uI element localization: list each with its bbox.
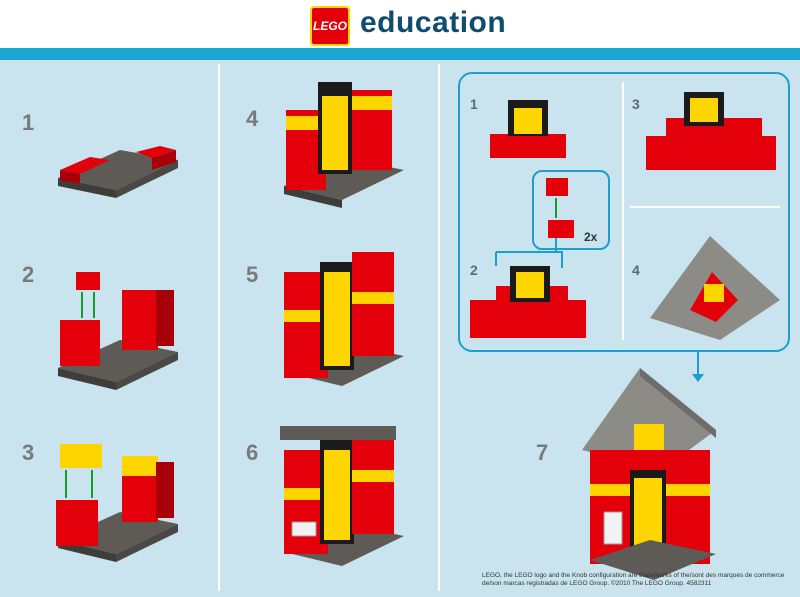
sub-panel-hdivider <box>630 206 780 208</box>
callout-box <box>532 170 610 250</box>
footer-line-2: de/son marcas registradas de LEGO Group.… <box>482 580 712 587</box>
callout-bricks <box>546 178 574 238</box>
column-divider-1 <box>218 64 220 591</box>
step-number-5: 5 <box>246 262 259 287</box>
header-band <box>0 48 800 60</box>
step-5-model <box>284 252 404 386</box>
trademark-footer: LEGO, the LEGO logo and the Knob configu… <box>482 572 792 588</box>
sub-step-number-2: 2 <box>470 262 478 278</box>
sub-assembly-panel <box>458 72 790 352</box>
step-2-model <box>58 272 178 390</box>
footer-line-1: LEGO, the LEGO logo and the Knob configu… <box>482 572 785 579</box>
step-number-2: 2 <box>22 262 35 287</box>
step-7-model <box>582 368 716 580</box>
sub-step-number-4: 4 <box>632 262 640 278</box>
brand-title: education <box>360 6 507 39</box>
sub-panel-divider <box>622 82 624 340</box>
step-6-model <box>280 426 404 566</box>
step-number-4: 4 <box>246 106 259 131</box>
sub-step-2-model <box>470 238 586 338</box>
step-3-model <box>56 444 178 562</box>
step-number-7: 7 <box>536 440 549 465</box>
column-divider-2 <box>438 64 440 591</box>
step-number-3: 3 <box>22 440 35 465</box>
lego-logo: LEGO <box>310 6 350 46</box>
header-bar <box>0 0 800 48</box>
callout-multiplier: 2x <box>584 230 598 244</box>
sub-step-4-model <box>650 236 780 340</box>
step-number-6: 6 <box>246 440 259 465</box>
sub-step-number-1: 1 <box>470 96 478 112</box>
sub-step-number-3: 3 <box>632 96 640 112</box>
step-number-1: 1 <box>22 110 35 135</box>
step-4-model <box>284 82 404 208</box>
sub-step-1-model <box>490 100 566 158</box>
step-1-model <box>58 146 178 198</box>
sub-step-3-model <box>646 92 776 170</box>
